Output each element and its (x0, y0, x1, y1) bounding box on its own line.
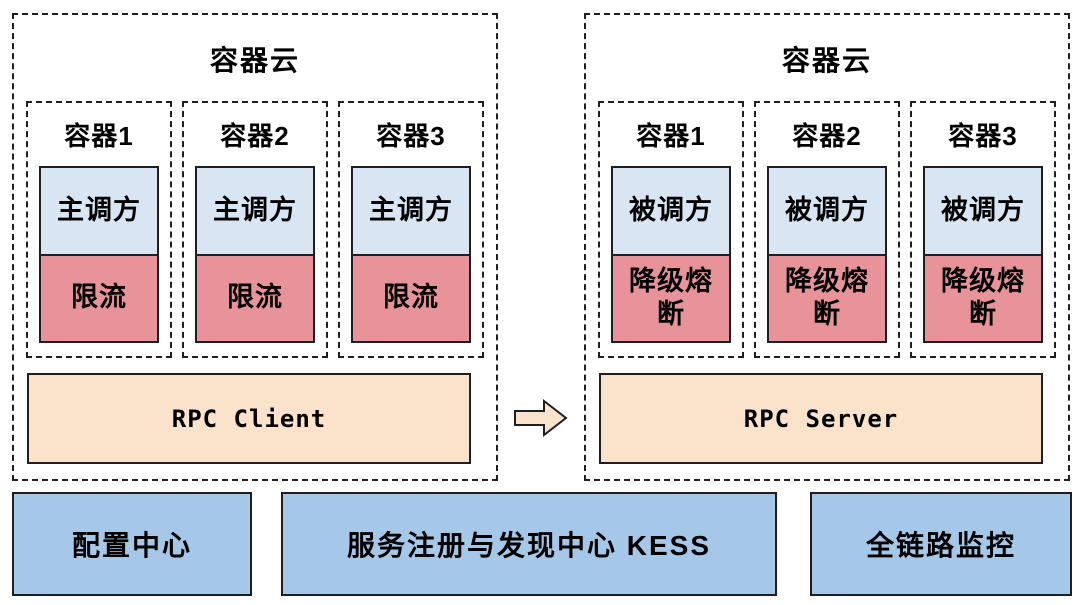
container-label: 容器2 (792, 121, 862, 151)
rate-limit-cell: 限流 (195, 255, 315, 343)
container-label: 容器3 (376, 121, 446, 151)
container-box-1: 容器1 被调方 降级熔断 (598, 101, 744, 358)
container-box-3: 容器3 主调方 限流 (338, 101, 484, 358)
rate-limit-cell: 限流 (39, 255, 159, 343)
container-label: 容器1 (636, 121, 706, 151)
container-cloud-left: 容器云 容器1 主调方 限流 容器2 主调方 限流 容器3 主调方 (12, 13, 498, 481)
flow-arrow-icon (514, 398, 568, 438)
container-row: 容器1 被调方 降级熔断 容器2 被调方 降级熔断 容器3 被调方 降级熔断 (598, 101, 1056, 358)
container-box-2: 容器2 被调方 降级熔断 (754, 101, 900, 358)
monitoring-box: 全链路监控 (810, 492, 1072, 596)
caller-cell: 主调方 (39, 166, 159, 256)
service-stack: 被调方 降级熔断 (767, 166, 887, 343)
cloud-title: 容器云 (209, 45, 300, 76)
rate-limit-cell: 限流 (351, 255, 471, 343)
container-cloud-right: 容器云 容器1 被调方 降级熔断 容器2 被调方 降级熔断 容器3 被调方 (584, 13, 1070, 481)
callee-cell: 被调方 (767, 166, 887, 256)
container-label: 容器2 (220, 121, 290, 151)
callee-cell: 被调方 (611, 166, 731, 256)
service-stack: 主调方 限流 (39, 166, 159, 343)
service-stack: 主调方 限流 (351, 166, 471, 343)
callee-cell: 被调方 (923, 166, 1043, 256)
rpc-server-bar: RPC Server (599, 373, 1043, 464)
rpc-client-bar: RPC Client (27, 373, 471, 464)
caller-cell: 主调方 (351, 166, 471, 256)
container-box-2: 容器2 主调方 限流 (182, 101, 328, 358)
circuit-break-cell: 降级熔断 (767, 255, 887, 343)
container-box-3: 容器3 被调方 降级熔断 (910, 101, 1056, 358)
service-stack: 主调方 限流 (195, 166, 315, 343)
service-registry-box: 服务注册与发现中心 KESS (281, 492, 777, 596)
circuit-break-cell: 降级熔断 (611, 255, 731, 343)
caller-cell: 主调方 (195, 166, 315, 256)
circuit-break-cell: 降级熔断 (923, 255, 1043, 343)
container-box-1: 容器1 主调方 限流 (26, 101, 172, 358)
container-label: 容器3 (948, 121, 1018, 151)
service-stack: 被调方 降级熔断 (611, 166, 731, 343)
config-center-box: 配置中心 (12, 492, 252, 596)
container-row: 容器1 主调方 限流 容器2 主调方 限流 容器3 主调方 限流 (26, 101, 484, 358)
container-label: 容器1 (64, 121, 134, 151)
cloud-title: 容器云 (781, 45, 872, 76)
service-stack: 被调方 降级熔断 (923, 166, 1043, 343)
